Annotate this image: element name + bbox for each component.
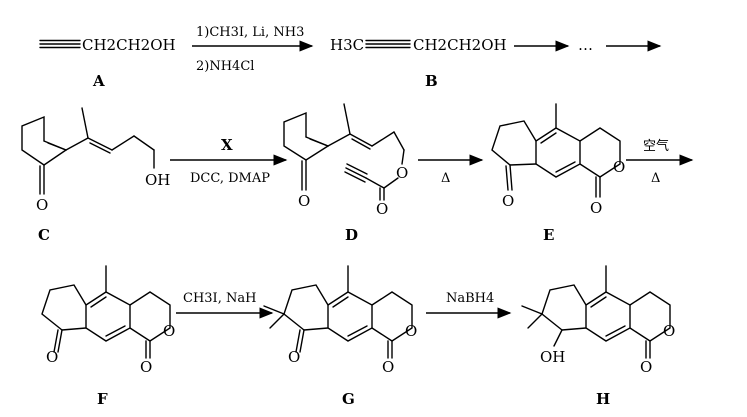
reagent-f-g: CH3I, NaH	[183, 291, 256, 306]
arrow-e-to-f: 空气 Δ	[626, 138, 694, 186]
compound-f: O O O F	[41, 265, 175, 408]
compound-a-chain: CH2CH2OH	[82, 36, 176, 54]
reagent-a-b-step1: 1)CH3I, Li, NH3	[196, 25, 304, 40]
compound-b-chain: CH2CH2OH	[413, 36, 507, 54]
atom-o: O	[382, 358, 394, 376]
atom-o: O	[405, 322, 417, 340]
reagent-g-h: NaBH4	[446, 291, 494, 306]
arrow-a-to-b: 1)CH3I, Li, NH3 2)NH4Cl	[192, 25, 314, 74]
reagent-a-b-step2: 2)NH4Cl	[196, 59, 254, 74]
compound-d-label: D	[345, 226, 358, 244]
compound-a: CH2CH2OH A	[39, 36, 176, 90]
compound-f-label: F	[97, 390, 108, 408]
reagent-c-d-top: X	[221, 136, 233, 154]
atom-o: O	[46, 348, 58, 366]
reagent-e-f-top: 空气	[643, 138, 669, 154]
atom-o: O	[140, 358, 152, 376]
compound-b-label: B	[425, 72, 438, 90]
compound-b: H3C CH2CH2OH B	[330, 36, 507, 90]
compound-e: O O O E	[491, 103, 625, 244]
arrow-b-continue: …	[514, 36, 662, 54]
atom-o: O	[613, 158, 625, 176]
compound-h-label: H	[596, 390, 610, 408]
arrow-f-to-g: CH3I, NaH	[176, 291, 274, 319]
compound-h: OH O O H	[521, 265, 675, 408]
atom-oh: OH	[540, 348, 565, 366]
compound-a-label: A	[92, 72, 105, 90]
atom-o: O	[590, 199, 602, 217]
atom-o: O	[163, 322, 175, 340]
atom-oh: OH	[145, 171, 170, 189]
atom-o: O	[663, 322, 675, 340]
reagent-c-d-bottom: DCC, DMAP	[190, 171, 270, 186]
reagent-e-f-bottom: Δ	[651, 171, 660, 186]
atom-o: O	[36, 196, 48, 214]
compound-g: O O O G	[263, 265, 417, 408]
arrow-g-to-h: NaBH4	[426, 291, 512, 319]
atom-o: O	[640, 358, 652, 376]
atom-o: O	[376, 200, 388, 218]
compound-e-label: E	[543, 226, 554, 244]
atom-o: O	[298, 192, 310, 210]
arrow-d-to-e: Δ	[418, 154, 484, 186]
atom-o: O	[502, 192, 514, 210]
compound-d: O O O D	[283, 103, 408, 244]
compound-c: O OH C	[21, 107, 170, 244]
compound-g-label: G	[342, 390, 355, 408]
compound-c-label: C	[38, 226, 50, 244]
atom-o: O	[288, 348, 300, 366]
compound-b-methyl: H3C	[330, 36, 364, 54]
ellipsis: …	[578, 36, 593, 54]
arrow-c-to-d: X DCC, DMAP	[170, 136, 288, 186]
atom-o: O	[396, 164, 408, 182]
reagent-d-e: Δ	[441, 171, 450, 186]
